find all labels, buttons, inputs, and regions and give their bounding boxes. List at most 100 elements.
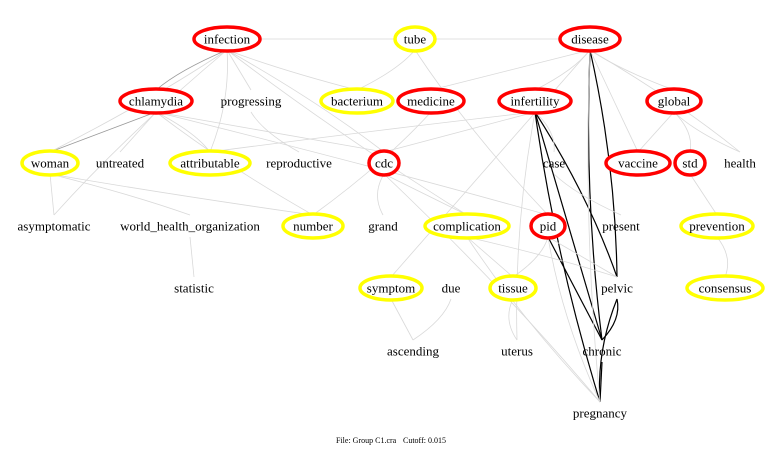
edge-infertility-cdc <box>383 111 536 153</box>
node-complication[interactable]: complication <box>423 212 511 240</box>
edge-who-statistic <box>189 236 195 278</box>
node-grand[interactable]: grand <box>368 219 398 234</box>
edge-pid-pregnancy <box>547 236 601 403</box>
edge-infertility-chronic <box>534 111 603 341</box>
edge-std-prevention <box>689 173 718 216</box>
node-chlamydia[interactable]: chlamydia <box>118 87 194 115</box>
node-disease[interactable]: disease <box>558 25 622 53</box>
node-label: medicine <box>407 94 455 109</box>
node-ellipse-yellow <box>423 212 511 240</box>
edge-disease-chronic <box>587 49 603 341</box>
edge-infertility-attributable <box>209 111 536 153</box>
edge-woman-who <box>49 173 191 216</box>
node-ellipse-red <box>192 25 262 53</box>
node-ellipse-yellow <box>393 25 437 53</box>
node-label: ascending <box>387 344 439 359</box>
edge-cdc-complication <box>383 173 468 216</box>
edge-disease-pregnancy <box>587 49 601 403</box>
node-ellipse-yellow <box>679 212 755 240</box>
node-symptom[interactable]: symptom <box>358 274 424 302</box>
edge-complication-pregnancy <box>466 236 601 403</box>
edge-infertility-pregnancy <box>534 111 601 403</box>
edge-disease-infertility <box>534 49 591 91</box>
edge-infertility-case <box>534 111 555 153</box>
node-who[interactable]: world_health_organization <box>120 219 260 234</box>
node-pregnancy[interactable]: pregnancy <box>573 406 628 421</box>
node-due[interactable]: due <box>442 281 461 296</box>
node-label: global <box>658 94 691 109</box>
node-label: prevention <box>689 219 745 234</box>
node-medicine[interactable]: medicine <box>396 87 466 115</box>
node-statistic[interactable]: statistic <box>174 281 214 296</box>
node-ellipse-yellow <box>281 212 345 240</box>
edge-tissue-uterus <box>508 298 518 341</box>
node-prevention[interactable]: prevention <box>679 212 755 240</box>
edge-disease-symptom <box>390 49 591 278</box>
node-label: present <box>602 219 640 234</box>
node-ellipse-red <box>118 87 194 115</box>
node-progressing[interactable]: progressing <box>221 94 282 109</box>
node-consensus[interactable]: consensus <box>685 274 765 302</box>
node-label: tube <box>404 32 427 47</box>
edge-infection-attributable <box>209 49 228 153</box>
node-label: due <box>442 281 461 296</box>
node-number[interactable]: number <box>281 212 345 240</box>
edge-chlamydia-untreated <box>119 111 157 153</box>
node-label: asymptomatic <box>18 219 91 234</box>
node-ellipse-red <box>673 149 707 177</box>
edge-tube-bacterium <box>356 49 416 91</box>
node-std[interactable]: std <box>673 149 707 177</box>
node-label: bacterium <box>331 94 383 109</box>
node-ellipse-red <box>396 87 466 115</box>
node-ellipse-red <box>529 212 567 240</box>
node-label: disease <box>571 32 609 47</box>
node-chronic[interactable]: chronic <box>583 344 622 359</box>
edge-global-health <box>673 111 741 153</box>
node-tube[interactable]: tube <box>393 25 437 53</box>
edge-disease-vaccine <box>589 49 639 153</box>
node-vaccine[interactable]: vaccine <box>604 149 672 177</box>
edge-infertility-uterus <box>516 111 536 341</box>
node-attributable[interactable]: attributable <box>168 149 252 177</box>
node-woman[interactable]: woman <box>20 149 80 177</box>
edge-symptom-ascending <box>390 298 414 341</box>
node-uterus[interactable]: uterus <box>501 344 533 359</box>
node-infection[interactable]: infection <box>192 25 262 53</box>
edge-prevention-consensus <box>716 236 729 278</box>
edge-cdc-grand <box>377 173 385 216</box>
edge-tube-pid <box>414 49 549 216</box>
node-asymptomatic[interactable]: asymptomatic <box>18 219 91 234</box>
edge-pid-tissue <box>512 236 549 278</box>
node-ellipse-yellow <box>20 149 80 177</box>
edge-pid-pelvic <box>547 236 618 278</box>
node-label: grand <box>368 219 398 234</box>
node-pid[interactable]: pid <box>529 212 567 240</box>
node-label: pid <box>540 219 557 234</box>
node-global[interactable]: global <box>645 87 703 115</box>
node-health[interactable]: health <box>724 156 756 171</box>
edge-infection-progressing <box>226 49 252 91</box>
node-ellipse-red <box>645 87 703 115</box>
node-pelvic[interactable]: pelvic <box>601 281 633 296</box>
node-label: cdc <box>375 156 393 171</box>
node-present[interactable]: present <box>602 219 640 234</box>
node-tissue[interactable]: tissue <box>488 274 538 302</box>
node-infertility[interactable]: infertility <box>497 87 573 115</box>
node-bacterium[interactable]: bacterium <box>319 87 395 115</box>
node-reproductive[interactable]: reproductive <box>266 156 332 171</box>
node-label: statistic <box>174 281 214 296</box>
node-ascending[interactable]: ascending <box>387 344 439 359</box>
node-label: reproductive <box>266 156 332 171</box>
node-label: pelvic <box>601 281 633 296</box>
node-cdc[interactable]: cdc <box>367 149 401 177</box>
node-ellipse-yellow <box>358 274 424 302</box>
footer-cutoff: Cutoff: 0.015 <box>403 436 446 445</box>
node-label: case <box>543 156 566 171</box>
node-ellipse-red <box>558 25 622 53</box>
node-label: vaccine <box>618 156 658 171</box>
node-case[interactable]: case <box>543 156 566 171</box>
node-ellipse-yellow <box>319 87 395 115</box>
node-untreated[interactable]: untreated <box>96 156 145 171</box>
node-label: health <box>724 156 756 171</box>
